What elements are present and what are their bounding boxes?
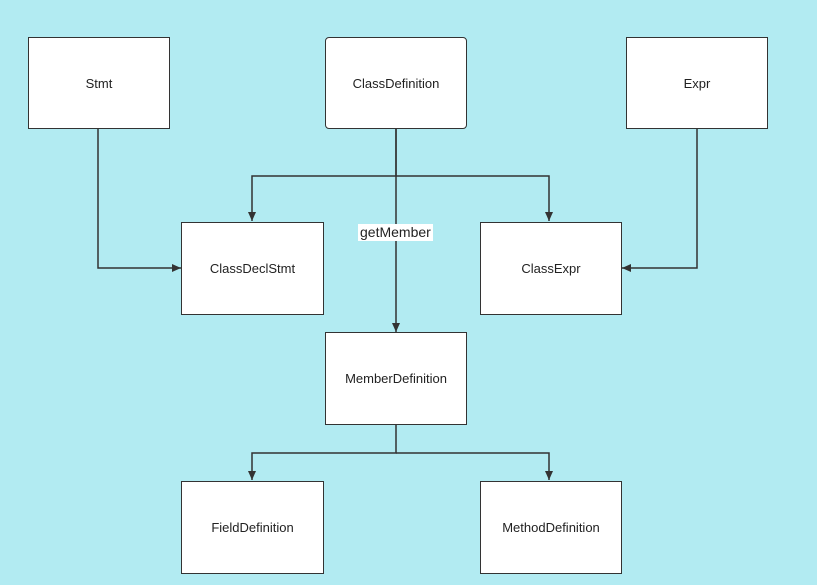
edge-expr-to-classexpr — [622, 128, 698, 272]
node-class-decl-stmt-label: ClassDeclStmt — [209, 261, 296, 276]
node-expr-label: Expr — [683, 75, 711, 91]
node-member-definition[interactable]: MemberDefinition — [325, 332, 467, 425]
node-field-definition-label: FieldDefinition — [211, 520, 294, 535]
edge-memberdef-to-methoddef — [396, 452, 553, 480]
node-class-definition[interactable]: ClassDefinition — [325, 37, 467, 129]
edge-classdef-to-classdeclstmt — [248, 128, 397, 221]
node-stmt-label: Stmt — [85, 75, 113, 91]
node-class-expr-label: ClassExpr — [521, 261, 581, 276]
node-class-expr[interactable]: ClassExpr — [480, 222, 622, 315]
edge-stmt-to-classdeclstmt — [97, 128, 181, 272]
node-method-definition-label: MethodDefinition — [502, 520, 600, 535]
node-method-definition[interactable]: MethodDefinition — [480, 481, 622, 574]
node-class-decl-stmt[interactable]: ClassDeclStmt — [181, 222, 324, 315]
node-field-definition[interactable]: FieldDefinition — [181, 481, 324, 574]
node-expr[interactable]: Expr — [626, 37, 768, 129]
node-stmt[interactable]: Stmt — [28, 37, 170, 129]
edge-memberdef-to-fielddef — [248, 424, 397, 480]
edge-label-get-member: getMember — [358, 224, 433, 241]
edge-classdef-to-classexpr — [396, 175, 553, 221]
node-member-definition-label: MemberDefinition — [345, 371, 447, 386]
node-class-definition-label: ClassDefinition — [352, 75, 440, 91]
